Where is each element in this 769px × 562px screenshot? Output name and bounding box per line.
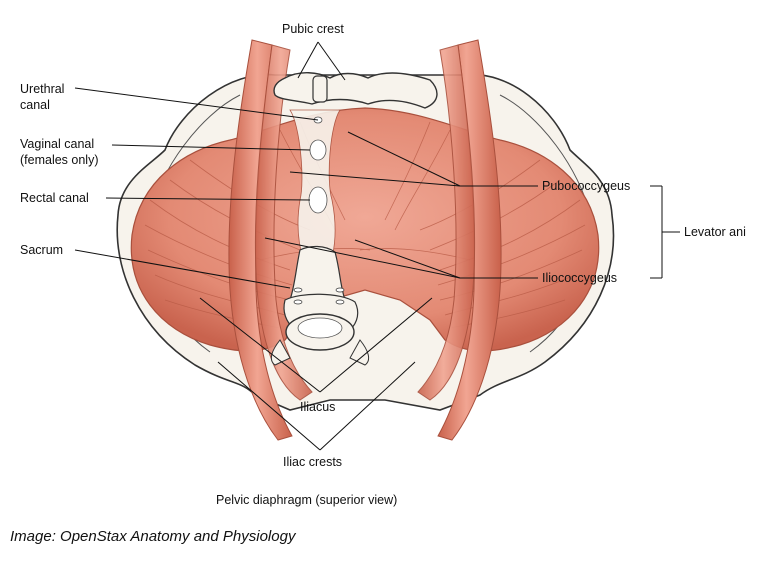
label-iliac-crests: Iliac crests xyxy=(283,455,343,469)
image-credit: Image: OpenStax Anatomy and Physiology xyxy=(10,528,296,545)
sacrum-bone xyxy=(270,245,370,366)
label-vaginal-canal-line1: Vaginal canal xyxy=(20,137,95,151)
vaginal-opening xyxy=(309,139,327,161)
label-sacrum: Sacrum xyxy=(20,243,64,257)
pelvic-openings xyxy=(289,109,341,273)
label-pubococcygeus: Pubococcygeus xyxy=(542,179,631,193)
iliacus-bands xyxy=(228,39,502,441)
label-urethral-canal-line2: canal xyxy=(20,98,50,112)
label-urethral-canal-line1: Urethral xyxy=(20,82,65,96)
rectal-opening xyxy=(308,186,328,214)
label-levator-ani: Levator ani xyxy=(684,225,746,239)
label-iliacus: Iliacus xyxy=(300,400,336,414)
pubic-bone xyxy=(273,72,438,109)
label-vaginal-canal-line2: (females only) xyxy=(20,153,99,167)
leader-lines xyxy=(74,41,680,451)
label-iliococcygeus: Iliococcygeus xyxy=(542,271,618,285)
label-rectal-canal: Rectal canal xyxy=(20,191,89,205)
figure-caption: Pelvic diaphragm (superior view) xyxy=(216,493,398,507)
label-pubic-crest: Pubic crest xyxy=(282,22,344,36)
